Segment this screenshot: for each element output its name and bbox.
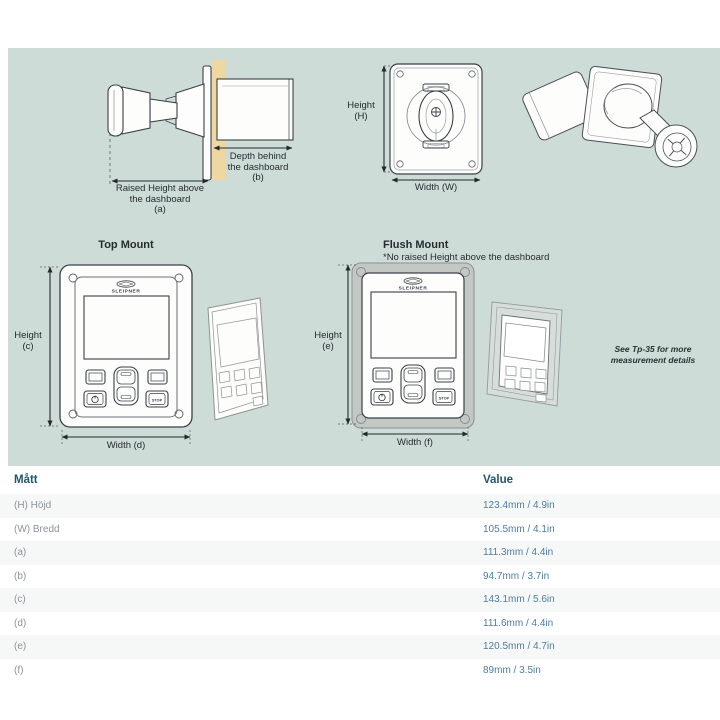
label-width-W: Width (W)	[414, 182, 458, 193]
power-button-drawing	[83, 390, 107, 408]
screen	[83, 295, 170, 360]
label-width-d: Width (d)	[106, 440, 146, 451]
table-row: (b) 94.7mm / 3.7in	[0, 565, 720, 589]
table-row: (c) 143.1mm / 5.6in	[0, 588, 720, 612]
table-row: (a) 111.3mm / 4.4in	[0, 541, 720, 565]
stop-button-drawing	[145, 390, 169, 408]
power-button-drawing	[370, 388, 394, 406]
label-depth-behind-b: Depth behind the dashboard (b)	[227, 151, 289, 183]
iso-view-diagram	[522, 65, 698, 168]
table-header-row: Mått Value	[0, 470, 720, 494]
flush-mount-perspective	[486, 301, 563, 407]
top-mount-panel: SLEIPNER STOP	[40, 264, 193, 444]
top-mount-perspective	[207, 297, 269, 421]
dimension-value: 111.6mm / 4.4in	[483, 617, 554, 629]
diagram-graphics: SLEIPNER STOP	[40, 60, 698, 444]
label-height-H: Height (H)	[347, 100, 375, 122]
flush-mount-title: Flush Mount	[383, 239, 449, 251]
stop-button-drawing	[432, 388, 456, 406]
stop-label: STOP	[152, 399, 163, 403]
dimension-value: 123.4mm / 4.9in	[483, 500, 555, 511]
column-header-value: Value	[483, 474, 514, 486]
dimension-table: Mått Value (H) Höjd 123.4mm / 4.9in (W) …	[0, 470, 720, 682]
table-row: (W) Bredd 105.5mm / 4.1in	[0, 518, 720, 542]
table-row: (d) 111.6mm / 4.4in	[0, 612, 720, 636]
dimension-value: 111.3mm / 4.4in	[483, 547, 554, 558]
dimension-value: 120.5mm / 4.7in	[483, 641, 555, 652]
dimension-value: 143.1mm / 5.6in	[483, 594, 555, 605]
column-header-matt: Mått	[14, 474, 38, 486]
top-mount-title: Top Mount	[98, 239, 154, 251]
dimension-label: (d)	[14, 617, 27, 629]
dimension-label: (H) Höjd	[14, 500, 52, 511]
flush-mount-panel: SLEIPNER STOP	[338, 262, 475, 441]
label-width-f: Width (f)	[397, 437, 433, 448]
label-height-e: Height (e)	[314, 330, 342, 352]
dimension-label: (c)	[14, 594, 26, 605]
table-row: (H) Höjd 123.4mm / 4.9in	[0, 494, 720, 518]
dimension-label: (a)	[14, 547, 27, 558]
front-view-diagram	[381, 63, 483, 183]
dimension-value: 105.5mm / 4.1in	[483, 523, 555, 535]
dimension-label: (b)	[14, 570, 27, 582]
measurement-note: See Tp-35 for more measurement details	[610, 344, 696, 365]
brand-label: SLEIPNER	[112, 289, 141, 295]
dimension-label: (f)	[14, 664, 24, 676]
label-raised-height-a: Raised Height above the dashboard (a)	[115, 183, 205, 215]
table-row: (f) 89mm / 3.5in	[0, 659, 720, 683]
brand-logo-icon	[116, 280, 136, 288]
side-view-diagram	[107, 60, 294, 186]
brand-label: SLEIPNER	[399, 286, 428, 292]
stop-label: STOP	[439, 397, 450, 401]
brand-logo-icon	[403, 277, 423, 285]
dimension-value: 94.7mm / 3.7in	[483, 570, 550, 582]
flush-mount-subtitle: *No raised Height above the dashboard	[383, 252, 550, 263]
dimension-label: (e)	[14, 641, 27, 652]
label-height-c: Height (c)	[14, 330, 42, 352]
dimension-label: (W) Bredd	[14, 523, 60, 535]
screen	[370, 291, 457, 359]
dimension-value: 89mm / 3.5in	[483, 664, 541, 676]
table-row: (e) 120.5mm / 4.7in	[0, 635, 720, 659]
